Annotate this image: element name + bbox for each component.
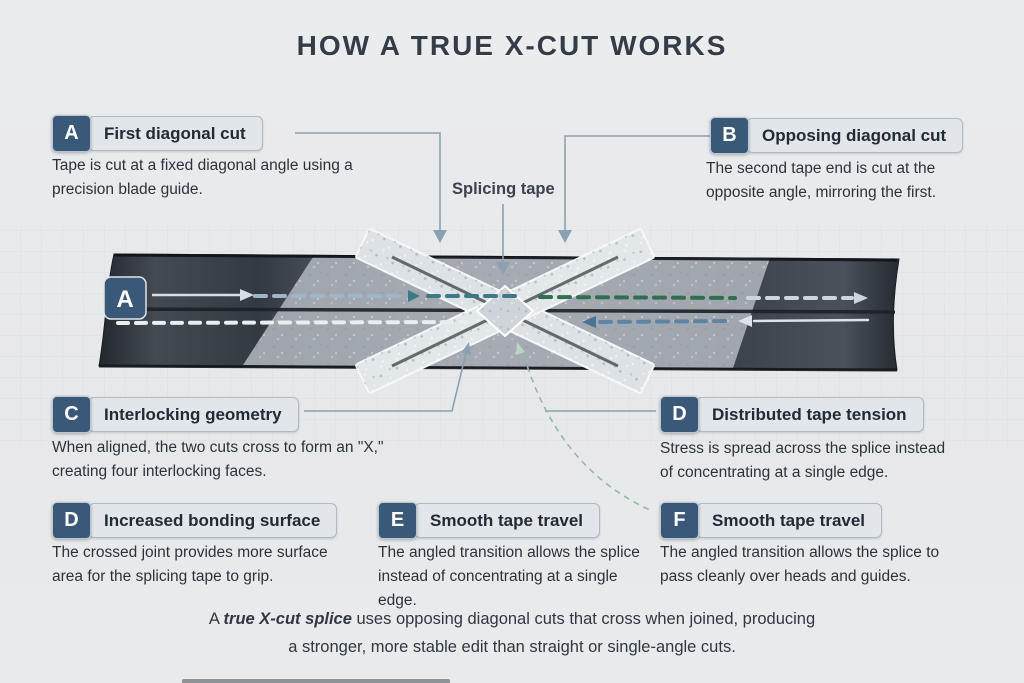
arrow-down-splice xyxy=(496,262,510,275)
callout-d-right: D Distributed tape tension xyxy=(660,396,924,433)
splicing-tape-label: Splicing tape xyxy=(452,180,555,198)
callout-b: B Opposing diagonal cut xyxy=(710,117,964,154)
footer-suffix: uses opposing diagonal cuts that cross w… xyxy=(351,610,816,628)
callout-f: F Smooth tape travel xyxy=(660,502,883,539)
callout-d-right-title: Distributed tape tension xyxy=(696,397,924,432)
callout-e-badge: E xyxy=(378,502,417,539)
direction-arrow xyxy=(240,289,254,301)
tape-marker-a: A xyxy=(103,276,254,320)
connectors xyxy=(295,132,746,511)
callout-d-right-description: Stress is spread across the splice inste… xyxy=(660,440,946,482)
curved-connector-f xyxy=(523,355,651,511)
footer-summary-line2: a stronger, more stable edit than straig… xyxy=(288,638,736,656)
callout-c: C Interlocking geometry xyxy=(52,396,299,433)
cropped-bottom-element xyxy=(182,679,450,683)
splicing-tape-x xyxy=(355,228,655,394)
svg-text:A: A xyxy=(116,286,133,313)
callout-e-title: Smooth tape travel xyxy=(414,503,601,538)
callout-e-description: The angled transition allows the splice … xyxy=(378,544,640,610)
page-title: HOW A TRUE X-CUT WORKS xyxy=(296,30,728,61)
footer-emphasis: true X-cut splice xyxy=(223,610,352,628)
callout-a-badge: A xyxy=(52,115,91,152)
arrow-up-c xyxy=(461,342,471,355)
callout-d-right-badge: D xyxy=(660,396,699,433)
arrow-down-b xyxy=(558,230,572,243)
callout-d-bottom-badge: D xyxy=(52,502,91,539)
callout-f-badge: F xyxy=(660,502,699,539)
arrow-down-a xyxy=(433,230,447,243)
callout-d-bottom-title: Increased bonding surface xyxy=(88,503,338,538)
callout-b-description: The second tape end is cut at the opposi… xyxy=(706,160,937,202)
callout-e: E Smooth tape travel xyxy=(378,502,601,539)
callout-d-bottom-description: The crossed joint provides more surface … xyxy=(52,544,328,586)
callout-a-description: Tape is cut at a fixed diagonal angle us… xyxy=(52,157,353,199)
callout-b-title: Opposing diagonal cut xyxy=(746,118,964,153)
callout-b-badge: B xyxy=(710,117,749,154)
callout-f-description: The angled transition allows the splice … xyxy=(660,544,940,586)
callout-a-title: First diagonal cut xyxy=(88,116,263,151)
callout-f-title: Smooth tape travel xyxy=(696,503,883,538)
callout-c-badge: C xyxy=(52,396,91,433)
tape-travel-paths xyxy=(116,290,870,328)
callout-c-description: When aligned, the two cuts cross to form… xyxy=(52,439,384,481)
arrow-up-f xyxy=(516,342,525,355)
footer-summary-line1: A true X-cut splice uses opposing diagon… xyxy=(0,610,1024,629)
footer-prefix: A xyxy=(208,610,224,628)
callout-d-bottom: D Increased bonding surface xyxy=(52,502,338,539)
callout-c-title: Interlocking geometry xyxy=(88,397,299,432)
callout-a: A First diagonal cut xyxy=(52,115,263,152)
